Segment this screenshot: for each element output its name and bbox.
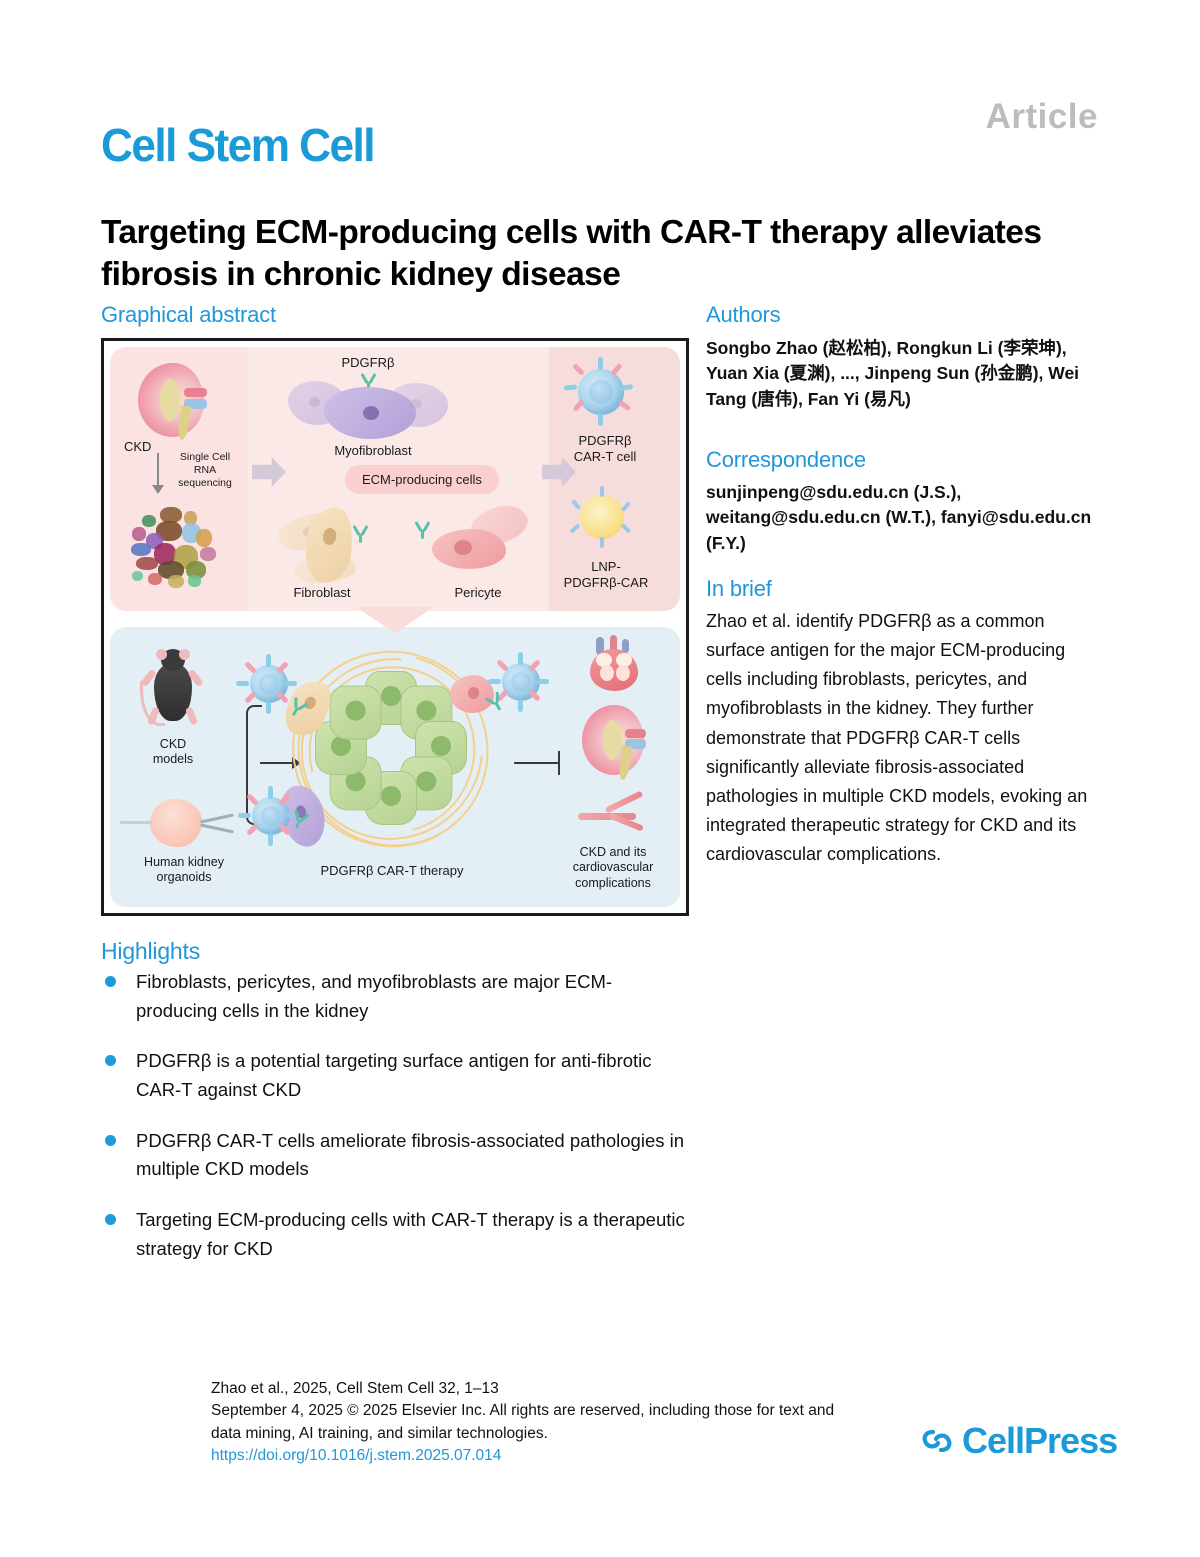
highlight-text: PDGFRβ is a potential targeting surface …: [136, 1050, 652, 1101]
inhibition-bar: [558, 751, 560, 775]
bullet-icon: [105, 1055, 116, 1067]
graphical-abstract-heading: Graphical abstract: [101, 302, 276, 327]
list-item: PDGFRβ is a potential targeting surface …: [101, 1047, 691, 1104]
down-arrow-head: [152, 485, 164, 494]
scrna-seq-label: Single Cell RNA sequencing: [178, 451, 232, 489]
car-t-cell-label: PDGFRβ CAR-T cell: [573, 433, 637, 464]
pericyte-cell: [450, 675, 494, 713]
kidney-tubule-icon: [306, 663, 474, 831]
heart-icon: [584, 635, 644, 693]
journal-logo: Cell Stem Cell: [101, 119, 376, 171]
highlight-text: Targeting ECM-producing cells with CAR-T…: [136, 1209, 685, 1259]
outcome-label: CKD and its cardiovascular complications: [572, 845, 654, 890]
pericyte-label: Pericyte: [454, 585, 502, 600]
cellpress-wordmark: CellPress: [962, 1420, 1118, 1461]
lnp-icon: [569, 486, 632, 548]
list-item: Targeting ECM-producing cells with CAR-T…: [101, 1206, 691, 1263]
copyright-line: September 4, 2025 © 2025 Elsevier Inc. A…: [211, 1402, 835, 1442]
receptor-icon: [361, 373, 377, 391]
flow-arrow-icon: [252, 457, 286, 487]
footer-citation: Zhao et al., 2025, Cell Stem Cell 32, 1–…: [211, 1378, 851, 1468]
myofibroblast-label: Myofibroblast: [334, 443, 412, 458]
ckd-label: CKD: [124, 439, 152, 454]
page-title: Targeting ECM-producing cells with CAR-T…: [101, 214, 1042, 293]
highlights-list: Fibroblasts, pericytes, and myofibroblas…: [101, 968, 691, 1285]
car-t-cell-icon: [238, 786, 299, 846]
list-item: PDGFRβ CAR-T cells ameliorate fibrosis-a…: [101, 1127, 691, 1184]
fibroblast-cell: [292, 551, 358, 587]
graphical-abstract-top-panel: CKD Single Cell RNA sequencing: [110, 347, 680, 611]
in-brief-heading: In brief: [706, 576, 772, 601]
cellpress-logo: CellPress: [920, 1420, 1118, 1462]
organoids-label: Human kidney organoids: [144, 855, 224, 885]
highlight-text: PDGFRβ CAR-T cells ameliorate fibrosis-a…: [136, 1129, 685, 1180]
bullet-icon: [105, 976, 116, 987]
citation-line: Zhao et al., 2025, Cell Stem Cell 32, 1–…: [211, 1380, 499, 1397]
receptor-icon: [353, 525, 369, 543]
car-t-cell-icon: [488, 652, 549, 712]
tsne-cluster-icon: [130, 505, 226, 589]
list-item: Fibroblasts, pericytes, and myofibroblas…: [101, 968, 691, 1025]
flow-arrow-head: [292, 757, 301, 769]
organoid-icon: [120, 799, 234, 847]
ecm-producing-cells-badge: ECM-producing cells: [345, 465, 499, 494]
myofibroblast-cell-main: [324, 387, 416, 439]
kidney-icon: [582, 705, 647, 781]
correspondence-heading: Correspondence: [706, 447, 866, 472]
correspondence-emails[interactable]: sunjinpeng@sdu.edu.cn (J.S.), weitang@sd…: [706, 482, 1092, 553]
pericyte-cell-main: [432, 529, 506, 569]
in-brief-text: Zhao et al. identify PDGFRβ as a common …: [706, 611, 1088, 865]
flow-arrow-line: [260, 762, 294, 764]
lnp-label: LNP- PDGFRβ-CAR: [563, 559, 649, 590]
highlights-heading: Highlights: [101, 938, 200, 964]
mouse-icon: [140, 647, 204, 733]
graphical-abstract-bottom-panel: CKD models Human kidney organoids: [110, 627, 680, 907]
fibroblast-label: Fibroblast: [293, 585, 351, 600]
bullet-icon: [105, 1214, 116, 1226]
inhibition-line: [514, 762, 558, 764]
kidney-icon: [138, 363, 207, 441]
pdgfrb-label: PDGFRβ: [341, 355, 395, 370]
car-t-cell-icon: [563, 357, 634, 426]
down-arrow-line: [157, 453, 159, 487]
receptor-icon: [415, 521, 431, 539]
authors-heading: Authors: [706, 302, 781, 327]
doi-link[interactable]: https://doi.org/10.1016/j.stem.2025.07.0…: [211, 1447, 502, 1465]
article-type-label: Article: [985, 97, 1098, 136]
therapy-label: PDGFRβ CAR-T therapy: [320, 863, 464, 878]
highlight-text: Fibroblasts, pericytes, and myofibroblas…: [136, 971, 613, 1021]
bullet-icon: [105, 1134, 116, 1146]
authors-list: Songbo Zhao (赵松柏), Rongkun Li (李荣坤), Yua…: [706, 338, 1080, 409]
cellpress-mark-icon: [922, 1429, 952, 1453]
car-t-cell-icon: [236, 654, 297, 714]
graphical-abstract-figure: CKD Single Cell RNA sequencing: [101, 338, 689, 916]
ckd-models-label: CKD models: [152, 737, 194, 767]
blood-vessel-icon: [578, 790, 648, 832]
